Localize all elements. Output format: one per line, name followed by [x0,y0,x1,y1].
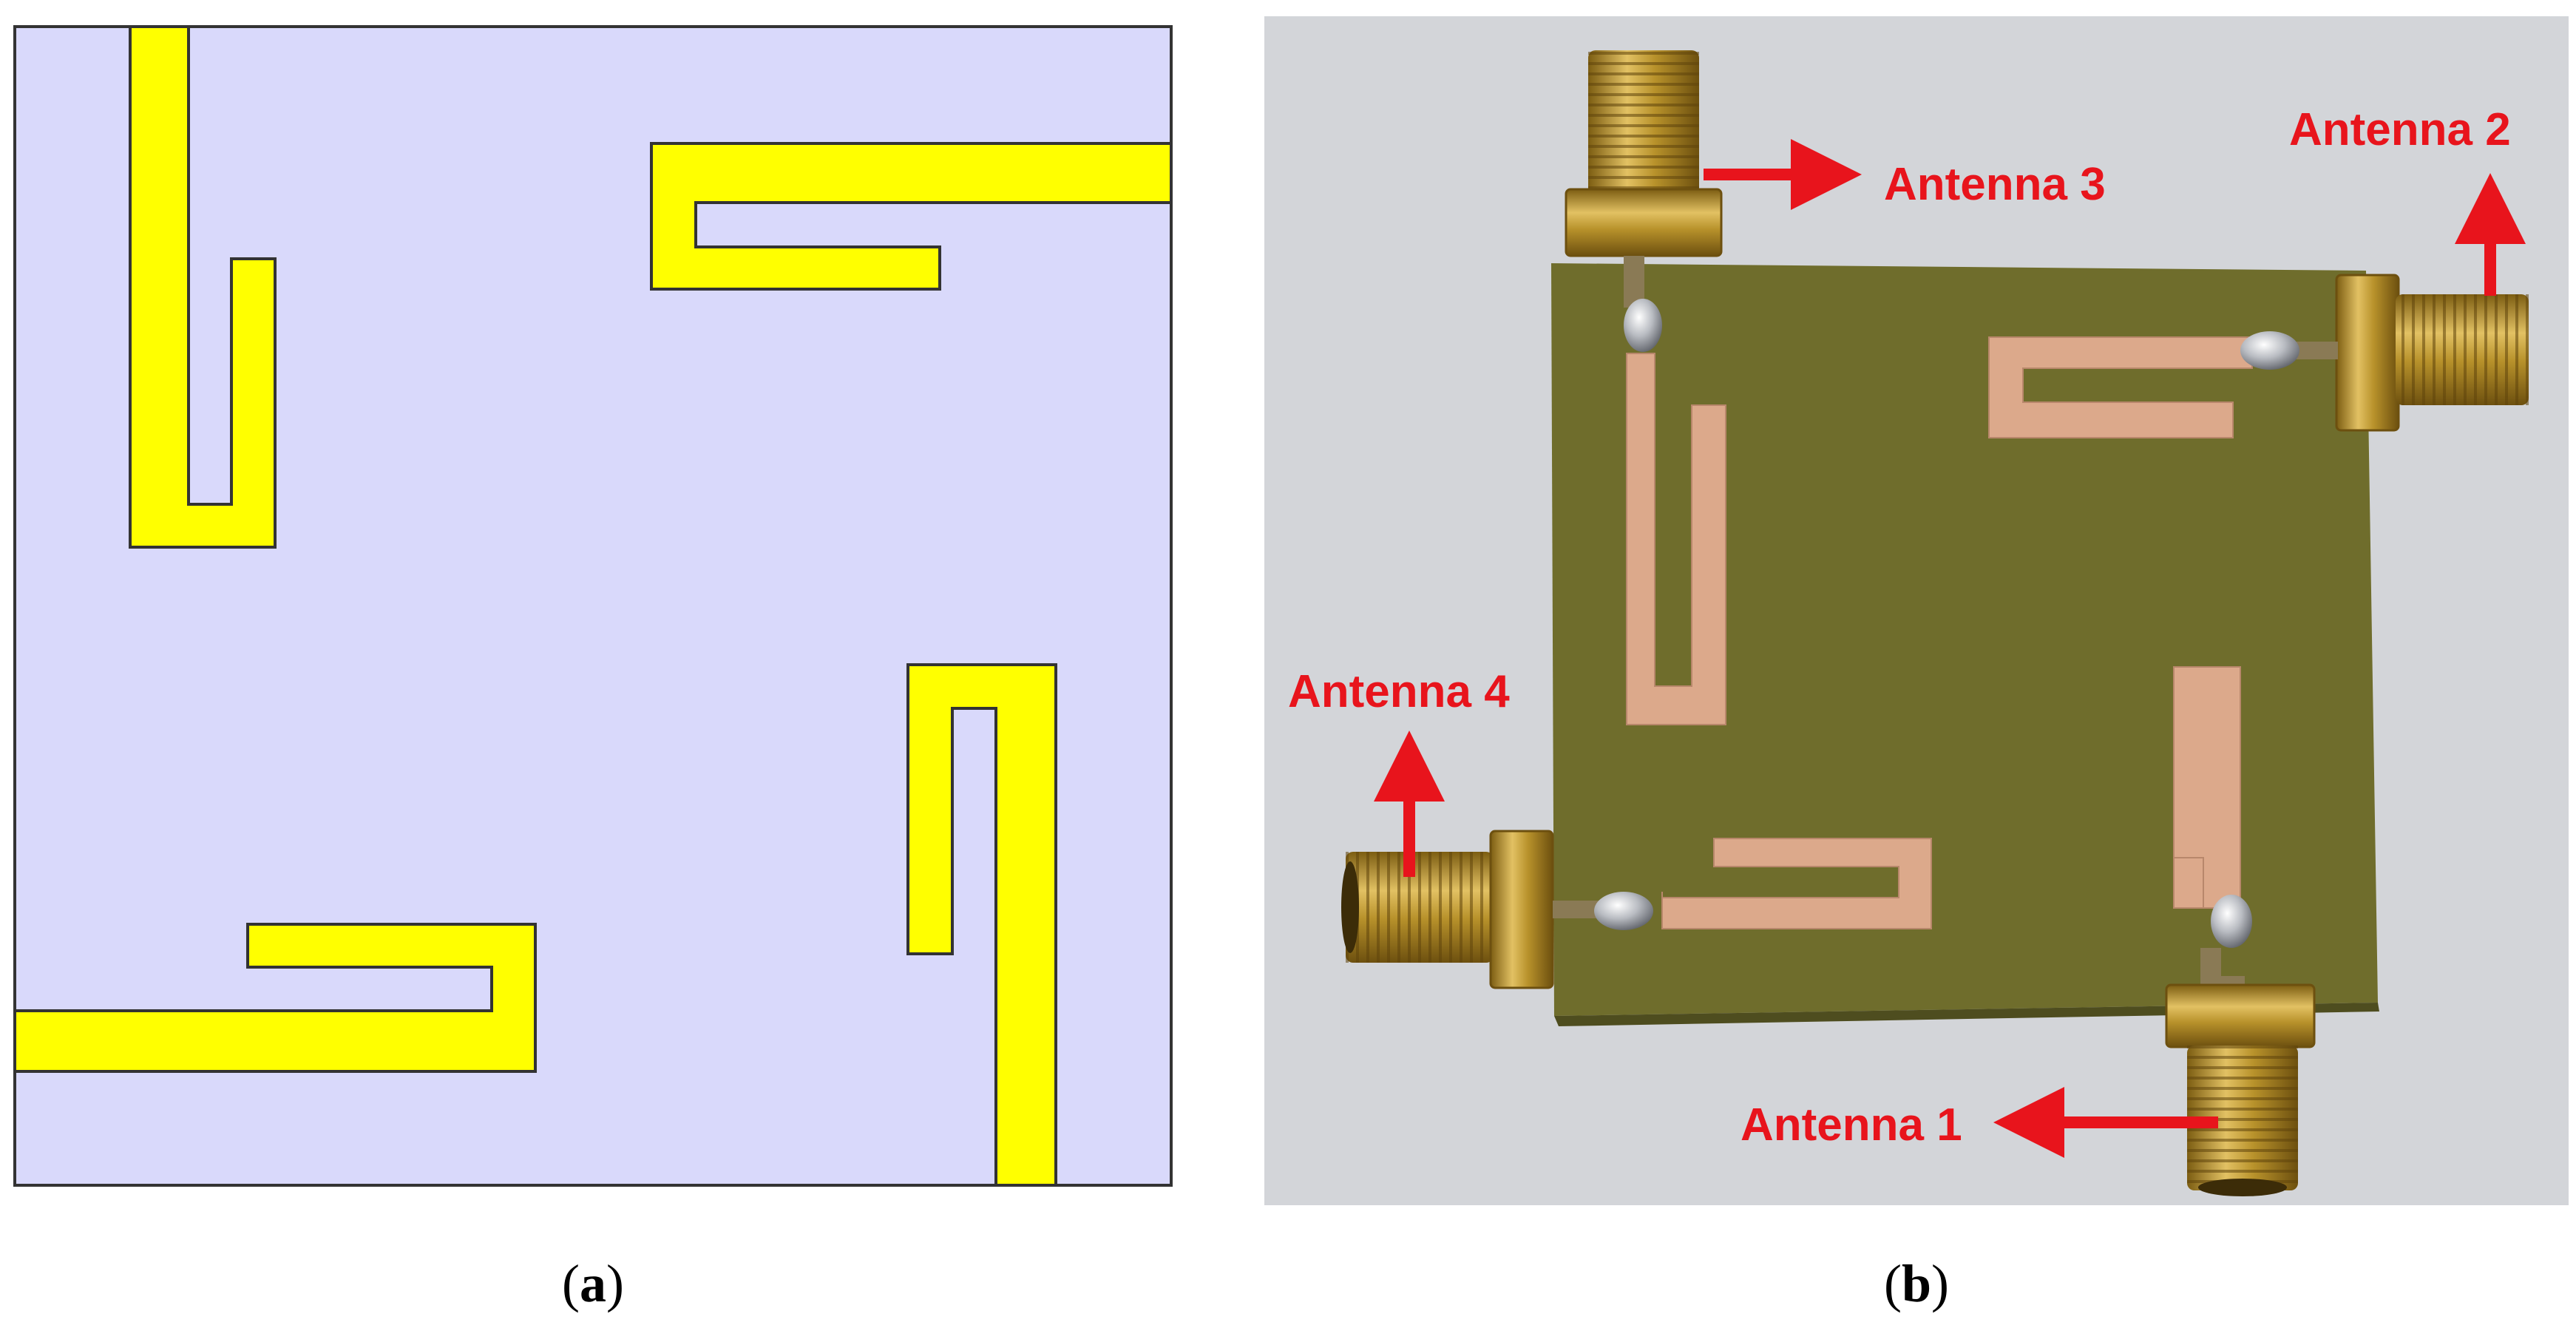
panel-a-layout [13,25,1173,1187]
label-antenna-1: Antenna 1 [1741,1099,1962,1151]
antenna-element-bottom-right [906,663,1057,1187]
antenna-element-top-left [129,25,277,549]
label-antenna-3: Antenna 3 [1884,159,2106,210]
sma-connector-antenna-2 [2240,274,2529,432]
caption-a: (a) [562,1254,624,1313]
pcb-board [1551,263,2378,1016]
substrate [13,25,1173,1187]
pcb-traces [1626,336,2253,929]
label-antenna-2: Antenna 2 [2289,104,2511,155]
antenna-element-bottom-left [13,923,537,1073]
sma-connector-antenna-1 [2165,895,2316,1196]
caption-b: (b) [1884,1254,1949,1313]
sma-connector-antenna-4 [1341,830,1653,989]
antenna-element-top-right [650,142,1173,291]
sma-connector-antenna-3 [1565,50,1723,352]
label-antenna-4: Antenna 4 [1288,666,1510,717]
panel-b-photo: Antenna 3 Antenna 2 Antenna 1 Antenna 4 [1264,16,2569,1205]
